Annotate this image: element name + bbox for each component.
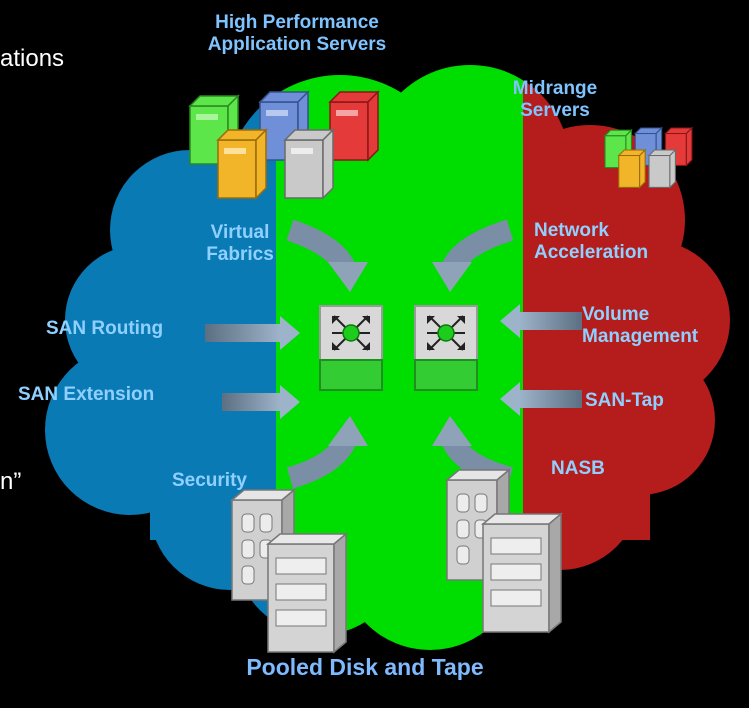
high-perf-servers-icon: [189, 91, 379, 199]
slide-text-fragment-mid: n”: [0, 468, 22, 495]
label-virtual-fabrics: Virtual Fabrics: [206, 222, 274, 265]
label-volume-management: Volume Management: [582, 304, 699, 347]
director-switch-right-icon: [414, 305, 478, 391]
slide-text-fragment-top: ations: [0, 45, 65, 72]
arrow-san-extension-icon: [222, 385, 300, 419]
director-switch-left-icon: [319, 305, 383, 391]
label-nasb: NASB: [551, 458, 605, 479]
label-san-tap: SAN-Tap: [585, 390, 664, 411]
storage-array-left-icon: [229, 488, 349, 654]
arrow-volume-management-icon: [500, 304, 582, 338]
curved-arrow-bottom-left-icon: [286, 416, 368, 489]
curved-arrow-top-right-icon: [432, 219, 514, 292]
arrow-san-tap-icon: [500, 382, 582, 416]
label-pooled-disk-tape: Pooled Disk and Tape: [246, 654, 484, 680]
arrow-san-routing-icon: [205, 316, 300, 350]
label-san-extension: SAN Extension: [18, 384, 155, 405]
curved-arrow-top-left-icon: [286, 219, 368, 292]
label-security: Security: [172, 470, 247, 491]
label-midrange-servers: Midrange Servers: [512, 78, 598, 121]
label-high-performance-servers: High Performance Application Servers: [207, 12, 387, 55]
storage-array-right-icon: [444, 468, 564, 634]
label-network-acceleration: Network Acceleration: [534, 220, 649, 263]
label-san-routing: SAN Routing: [46, 318, 164, 339]
